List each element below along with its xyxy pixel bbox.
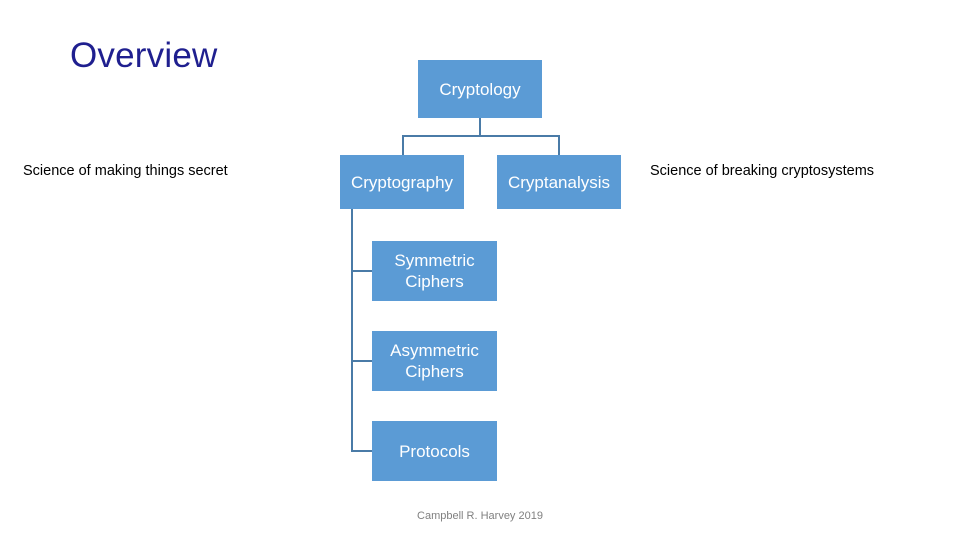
note-cryptanalysis-description: Science of breaking cryptosystems [650, 163, 875, 179]
connector-cryptology-bar [402, 135, 560, 137]
node-cryptography: Cryptography [340, 155, 464, 209]
node-cryptanalysis: Cryptanalysis [497, 155, 621, 209]
node-asymmetric-ciphers: Asymmetric Ciphers [372, 331, 497, 391]
node-protocols: Protocols [372, 421, 497, 481]
footer-credit: Campbell R. Harvey 2019 [417, 510, 543, 522]
node-cryptology: Cryptology [418, 60, 542, 118]
connector-cryptography-spine [351, 209, 353, 452]
node-symmetric-ciphers: Symmetric Ciphers [372, 241, 497, 301]
connector-drop-cryptanalysis [558, 135, 560, 155]
note-cryptography-description: Science of making things secret [23, 163, 228, 179]
connector-branch-protocols [351, 450, 373, 452]
connector-branch-asymmetric [351, 360, 373, 362]
connector-branch-symmetric [351, 270, 373, 272]
connector-cryptology-stem [479, 118, 481, 136]
page-title: Overview [70, 36, 218, 75]
connector-drop-cryptography [402, 135, 404, 155]
